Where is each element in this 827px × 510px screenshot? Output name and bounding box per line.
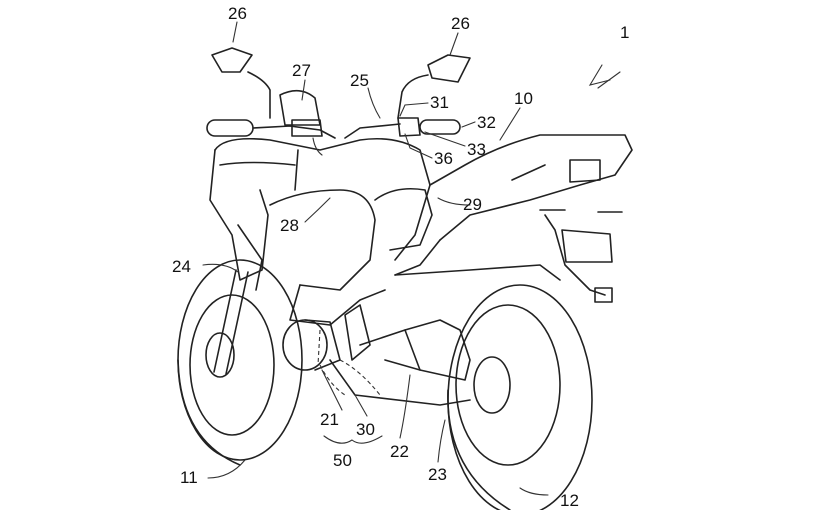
label-11: 11: [180, 468, 198, 487]
label-33: 33: [467, 140, 486, 159]
label-28: 28: [280, 216, 299, 235]
label-25: 25: [350, 71, 369, 90]
label-10: 10: [514, 89, 533, 108]
engine-exhaust: [283, 305, 470, 405]
rear-wheel: [448, 285, 592, 510]
front-wheel: [178, 260, 302, 465]
front-fork: [214, 225, 262, 374]
left-mirror: [212, 48, 270, 118]
label-23: 23: [428, 465, 447, 484]
label-50: 50: [333, 451, 352, 470]
label-12: 12: [560, 491, 579, 510]
leader-lines: [203, 22, 620, 495]
label-27: 27: [292, 61, 311, 80]
label-26-left: 26: [228, 4, 247, 23]
label-26-right: 26: [451, 14, 470, 33]
handlebar: [207, 91, 460, 155]
label-36: 36: [434, 149, 453, 168]
label-1: 1: [620, 23, 629, 42]
rear-fender: [540, 210, 622, 302]
label-32: 32: [477, 113, 496, 132]
label-22: 22: [390, 442, 409, 461]
label-29: 29: [463, 195, 482, 214]
label-21: 21: [320, 410, 339, 429]
label-30: 30: [356, 420, 375, 439]
label-24: 24: [172, 257, 191, 276]
label-31: 31: [430, 93, 449, 112]
